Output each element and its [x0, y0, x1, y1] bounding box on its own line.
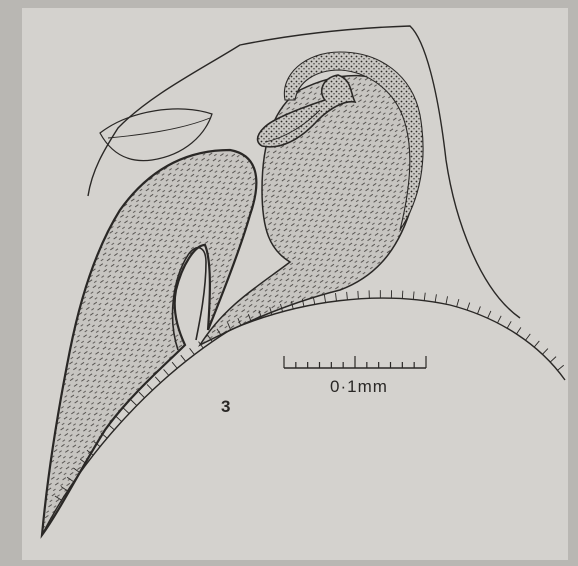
hatch-tick: [358, 291, 359, 299]
figure-number: 3: [221, 397, 230, 416]
scale-bar-label: 0·1mm: [330, 377, 388, 396]
